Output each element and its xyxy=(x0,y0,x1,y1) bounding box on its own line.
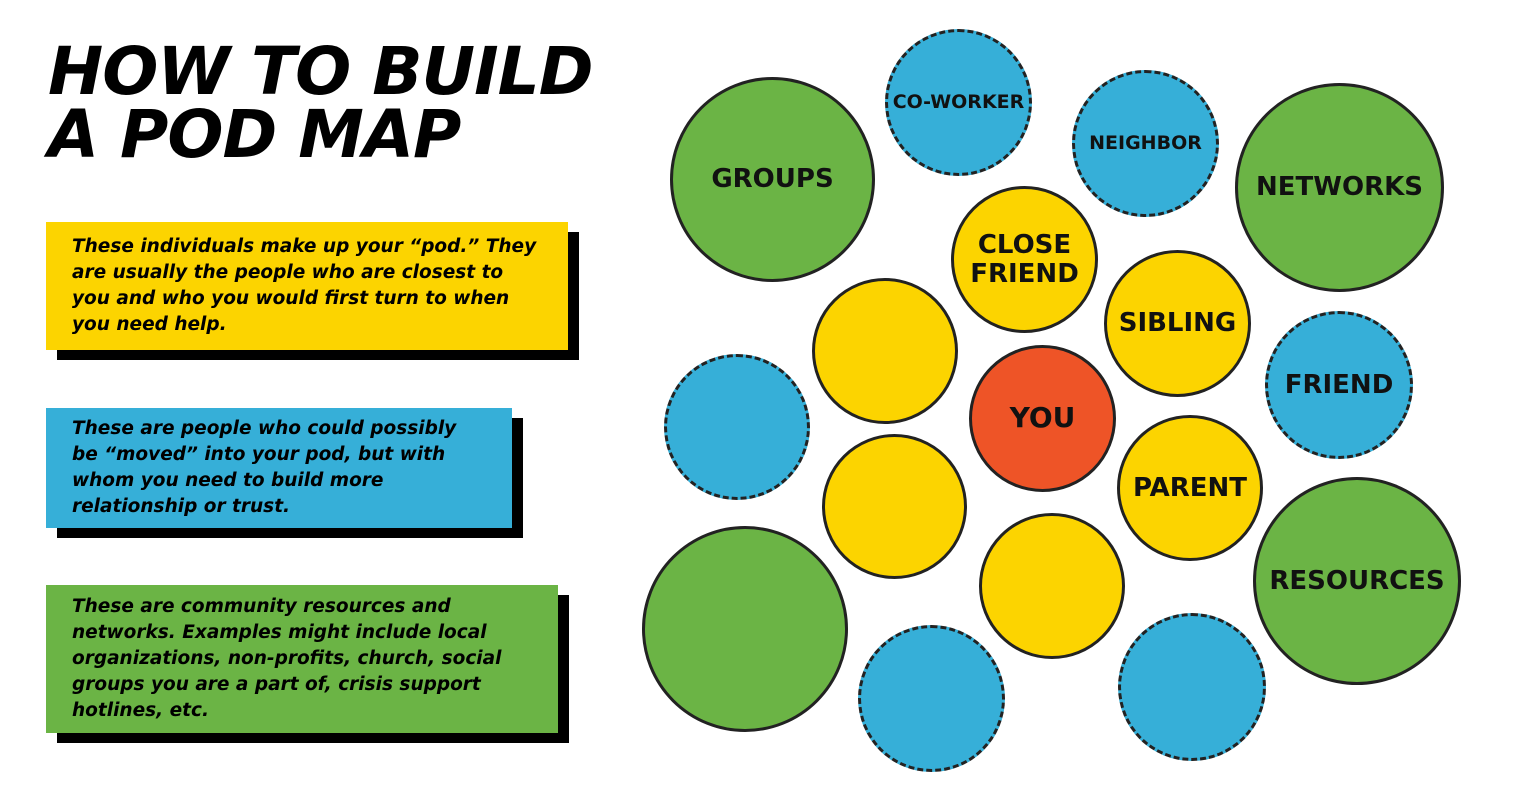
circle-close-friend-line-1: CLOSE xyxy=(977,229,1072,260)
circle-blank-blue-bottom-left xyxy=(858,625,1005,772)
circle-parent-label: PARENT xyxy=(1132,472,1248,503)
legend-card-moveable: These are people who could possibly be “… xyxy=(46,408,512,528)
circle-coworker-label: CO-WORKER xyxy=(892,91,1025,114)
legend-card-pod: These individuals make up your “pod.” Th… xyxy=(46,222,568,350)
circle-blank-blue-bottom-right xyxy=(1118,613,1266,761)
circle-friend: FRIEND xyxy=(1265,311,1413,459)
circle-sibling-label: SIBLING xyxy=(1118,308,1237,339)
circle-groups: GROUPS xyxy=(670,77,875,282)
circle-networks-label: NETWORKS xyxy=(1256,172,1423,203)
circle-neighbor-label: NEIGHBOR xyxy=(1089,132,1202,155)
circle-coworker: CO-WORKER xyxy=(885,29,1032,176)
circle-you: YOU xyxy=(969,345,1116,492)
title-line-1: HOW TO BUILD xyxy=(48,33,594,110)
legend-card-pod-text: These individuals make up your “pod.” Th… xyxy=(72,236,537,335)
circle-groups-label: GROUPS xyxy=(711,164,834,195)
circle-sibling: SIBLING xyxy=(1104,250,1251,397)
circle-blank-blue-left xyxy=(664,354,810,500)
title-line-2: A POD MAP xyxy=(48,96,461,173)
legend-card-resources-text: These are community resources and networ… xyxy=(72,596,502,721)
legend-card-moveable-text: These are people who could possibly be “… xyxy=(72,418,457,517)
circle-networks: NETWORKS xyxy=(1235,83,1444,292)
circle-neighbor: NEIGHBOR xyxy=(1072,70,1219,217)
circle-friend-label: FRIEND xyxy=(1284,369,1394,400)
circle-blank-yellow-2 xyxy=(822,434,967,579)
circle-close-friend: CLOSE FRIEND xyxy=(951,186,1098,333)
circle-parent: PARENT xyxy=(1117,415,1263,561)
circle-blank-yellow-1 xyxy=(812,278,958,424)
circle-resources: RESOURCES xyxy=(1253,477,1461,685)
circle-blank-yellow-3 xyxy=(979,513,1125,659)
circle-you-label: YOU xyxy=(1009,401,1076,435)
circle-resources-label: RESOURCES xyxy=(1269,565,1445,596)
circle-blank-green xyxy=(642,526,848,732)
circle-close-friend-line-2: FRIEND xyxy=(970,258,1079,289)
page-title: HOW TO BUILD A POD MAP xyxy=(48,33,594,173)
circle-close-friend-label: CLOSE FRIEND xyxy=(970,231,1079,288)
legend-card-resources: These are community resources and networ… xyxy=(46,585,558,733)
